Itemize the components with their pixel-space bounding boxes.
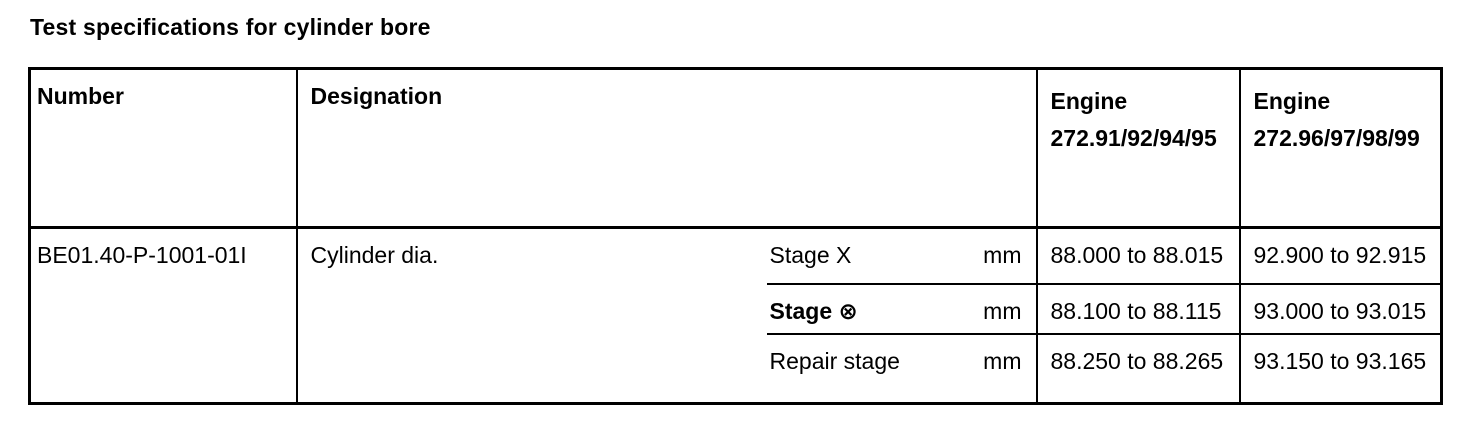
col-header-designation: Designation bbox=[295, 68, 1037, 229]
cell-repair-stage-engine-a: 88.250 to 88.265 bbox=[1035, 333, 1240, 404]
stage-x-label: Stage X bbox=[769, 242, 852, 268]
cell-number: BE01.40-P-1001-01I bbox=[30, 228, 297, 404]
stage-x-engine-a-value: 88.000 to 88.015 bbox=[1050, 242, 1224, 268]
stage-circled-x-engine-a-value: 88.100 to 88.115 bbox=[1050, 297, 1222, 324]
cell-stage-x: Stage X mm bbox=[766, 227, 1037, 285]
cell-designation: Cylinder dia. bbox=[295, 227, 767, 404]
cell-stage-circled-x-engine-b: 93.000 to 93.015 bbox=[1238, 283, 1442, 335]
stage-circled-x-row-content: Stage ⊗ mm bbox=[767, 298, 1036, 325]
cell-stage-x-engine-a: 88.000 to 88.015 bbox=[1035, 227, 1240, 285]
engine-a-header-line1: Engine bbox=[1050, 88, 1128, 114]
table-row-stage-circled-x: Stage ⊗ mm 88.100 to 88.115 93.000 to 93… bbox=[30, 283, 1442, 335]
cell-repair-stage-engine-b: 93.150 to 93.165 bbox=[1238, 333, 1442, 404]
col-header-number-label: Number bbox=[37, 83, 124, 109]
col-header-engine-b: Engine 272.96/97/98/99 bbox=[1238, 68, 1442, 229]
stage-x-engine-b-value: 92.900 to 92.915 bbox=[1253, 242, 1427, 268]
stage-circled-x-label: Stage ⊗ bbox=[769, 297, 858, 324]
table-row-repair-stage: Repair stage mm 88.250 to 88.265 93.150 … bbox=[30, 333, 1442, 404]
cell-stage-circled-x: Stage ⊗ mm bbox=[766, 283, 1037, 335]
col-header-designation-label: Designation bbox=[310, 83, 443, 109]
test-specifications-table: Number Designation Engine 272.91/92/94/9… bbox=[28, 67, 1443, 405]
stage-x-row-content: Stage X mm bbox=[767, 242, 1036, 269]
designation-value: Cylinder dia. bbox=[310, 242, 439, 268]
repair-stage-engine-a-value: 88.250 to 88.265 bbox=[1050, 347, 1224, 374]
repair-stage-row-content: Repair stage mm bbox=[767, 348, 1036, 375]
cell-stage-x-engine-b: 92.900 to 92.915 bbox=[1238, 227, 1442, 285]
stage-circled-x-engine-b-value: 93.000 to 93.015 bbox=[1253, 297, 1427, 324]
cell-repair-stage: Repair stage mm bbox=[767, 334, 1037, 404]
col-header-number: Number bbox=[29, 68, 297, 229]
number-value: BE01.40-P-1001-01I bbox=[37, 242, 247, 268]
repair-stage-unit: mm bbox=[983, 347, 1022, 374]
engine-a-header-line2: 272.91/92/94/95 bbox=[1050, 125, 1217, 151]
col-header-engine-a: Engine 272.91/92/94/95 bbox=[1035, 68, 1240, 229]
stage-circled-x-unit: mm bbox=[983, 297, 1022, 324]
cell-stage-circled-x-engine-a: 88.100 to 88.115 bbox=[1035, 283, 1240, 335]
stage-x-unit: mm bbox=[983, 242, 1022, 268]
page-title: Test specifications for cylinder bore bbox=[30, 14, 431, 40]
engine-b-header-line1: Engine bbox=[1253, 88, 1331, 114]
table-row-stage-x: BE01.40-P-1001-01I Cylinder dia. Stage X… bbox=[30, 227, 1442, 404]
repair-stage-engine-b-value: 93.150 to 93.165 bbox=[1253, 347, 1427, 374]
repair-stage-label: Repair stage bbox=[769, 347, 900, 374]
engine-b-header-line2: 272.96/97/98/99 bbox=[1253, 125, 1420, 151]
table-header-row: Number Designation Engine 272.91/92/94/9… bbox=[29, 68, 1442, 229]
